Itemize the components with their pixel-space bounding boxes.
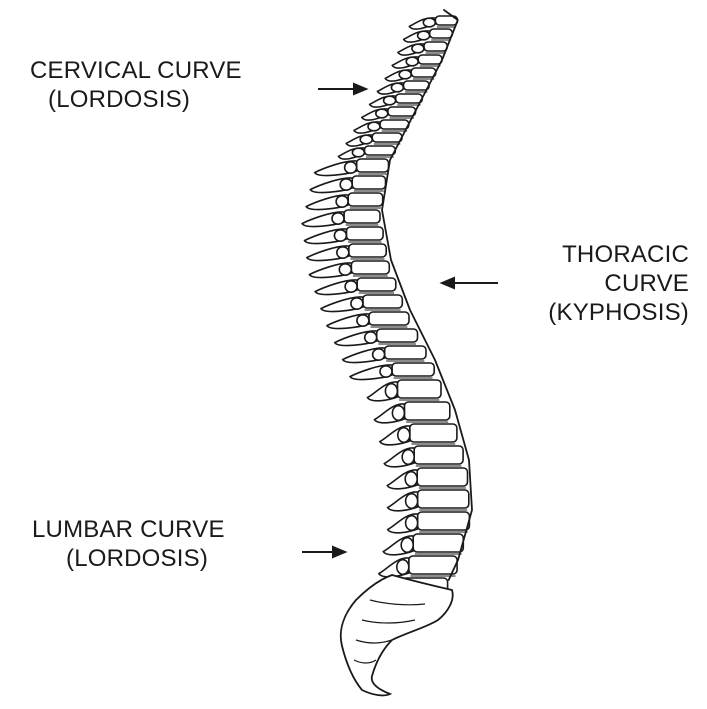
transverse-process [344,279,358,293]
vertebra-body [379,119,410,130]
vertebra-body [410,67,437,78]
transverse-process [395,558,410,576]
transverse-process [416,30,431,41]
vertebra-body [371,132,403,143]
transverse-process [343,161,358,175]
vertebra-body [383,345,427,360]
transverse-process [401,448,416,466]
vertebra-body [428,28,454,39]
transverse-process [396,426,411,444]
vertebra-body [350,260,391,275]
vertebra-body [416,511,471,531]
anterior-outline [381,9,473,581]
thoracic-arrow [439,276,498,290]
vertebra-body [394,93,424,104]
thoracic-label-line2: CURVE [604,270,689,297]
vertebra-body [402,80,430,91]
vertebra-body [407,555,458,575]
transverse-process [390,82,405,93]
transverse-process [398,69,413,80]
vertebra-body [403,401,451,421]
transverse-process [405,56,420,67]
vertebra-body [363,145,397,156]
lumbar-arrow [302,545,348,559]
thoracic-label-line1: THORACIC [562,241,689,268]
vertebra-body [347,192,384,207]
sacrum-detail [353,599,426,664]
transverse-process [363,330,378,344]
transverse-process [338,262,353,276]
vertebra-body [351,175,387,190]
transverse-process [331,212,345,226]
vertebra-body [368,311,410,326]
transverse-process [351,147,366,158]
lumbar-label-line2: (LORDOSIS) [66,545,209,572]
vertebra-body [423,41,448,52]
transverse-process [422,17,437,28]
vertebra-body [355,158,390,173]
sacrum-coccyx [339,574,454,697]
transverse-process [404,492,419,510]
transverse-process [333,229,348,243]
vertebra-body [343,209,381,224]
transverse-process [367,121,381,132]
transverse-process [350,296,364,310]
vertebra-body [356,277,397,292]
cervical-label-line2: (LORDOSIS) [48,86,191,113]
vertebra-body [417,54,443,65]
transverse-process [379,364,393,378]
transverse-process [411,43,425,54]
thoracic-curve-label: THORACIC CURVE (KYPHOSIS) [548,240,689,327]
vertebra-body [391,362,436,377]
vertebra-body [412,533,465,553]
transverse-process [359,134,374,145]
cervical-arrow [318,82,369,96]
vertebra-body [416,489,470,509]
vertebra-body [347,243,387,258]
transverse-process [356,313,370,327]
vertebra-body [416,467,469,487]
vertebra-body [362,294,404,309]
transverse-process [374,108,389,119]
lumbar-label-line1: LUMBAR CURVE [32,516,225,543]
vertebra-body [396,379,442,399]
vertebra-body [386,106,417,117]
transverse-process [335,246,350,260]
transverse-process [384,382,399,400]
transverse-process [404,514,419,532]
vertebra-body [408,423,458,443]
thoracic-label-line3: (KYPHOSIS) [548,299,689,326]
transverse-process [371,347,386,361]
vertebra-body [413,445,464,465]
transverse-process [404,470,419,488]
lumbar-curve-label: LUMBAR CURVE (LORDOSIS) [32,515,225,573]
transverse-process [335,195,349,209]
vertebra-body [375,328,419,343]
transverse-process [400,536,415,554]
transverse-process [391,404,406,422]
transverse-process [339,178,354,192]
cervical-label-line1: CERVICAL CURVE [30,57,242,84]
vertebra-body [345,226,384,241]
transverse-process [382,95,397,106]
cervical-curve-label: CERVICAL CURVE (LORDOSIS) [30,56,242,114]
